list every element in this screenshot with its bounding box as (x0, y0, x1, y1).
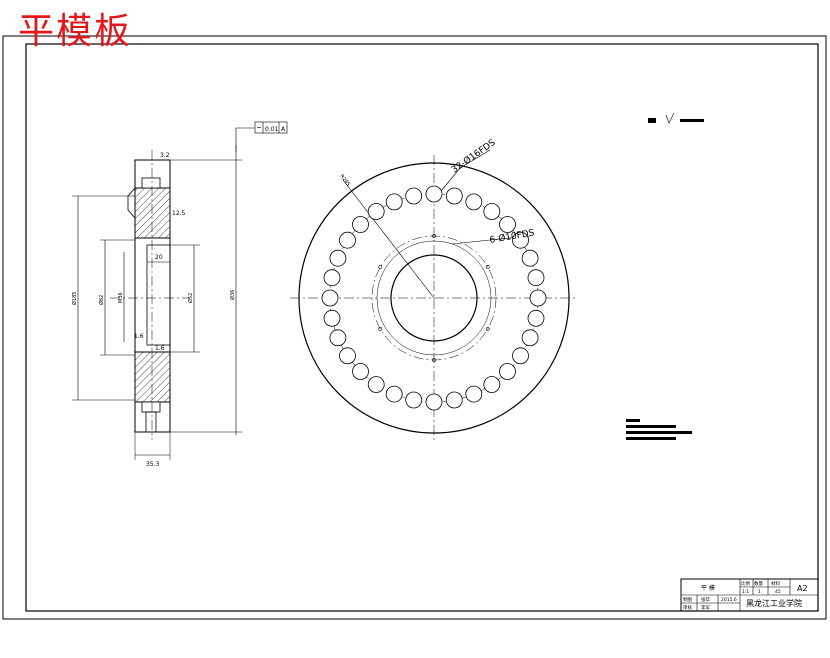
qty-value: 1 (758, 589, 761, 595)
outer-border (2, 35, 827, 620)
radius-label: R285 (338, 174, 351, 188)
ra-mid-label: 12.5 (172, 210, 186, 217)
pcd-hole (339, 347, 356, 365)
check-label: 审核 (683, 604, 692, 611)
inner-frame (25, 43, 819, 612)
pcd-hole (512, 347, 529, 365)
pcd-hole (483, 203, 501, 220)
pcd-hole (385, 193, 403, 211)
pcd-hole (425, 393, 443, 411)
pcd-hole (425, 185, 443, 203)
col-qty: 数量 (754, 580, 763, 587)
title-block (680, 578, 819, 612)
pcd-holes-callout: 32-Ø16FDS (449, 137, 497, 175)
pcd-hole (323, 269, 341, 287)
sheet-size: A2 (797, 584, 808, 593)
ra-bottom-label: 1.6 (155, 345, 165, 352)
check-name: 李军 (701, 604, 710, 611)
flatness-value: 0.01 (265, 126, 279, 133)
pcd-hole (385, 385, 403, 403)
pcd-hole (521, 249, 539, 267)
pcd-hole (529, 289, 547, 307)
width-dim-label: 35.3 (146, 461, 160, 468)
school-name: 黑龙江工业学院 (746, 598, 802, 608)
pcd-hole (329, 249, 347, 267)
drawn-label: 制图 (683, 596, 692, 603)
dia-d3-label: M36 (118, 292, 124, 303)
small-hole (432, 358, 436, 362)
pcd-hole (465, 193, 483, 211)
col-material: 材料 (771, 580, 780, 587)
pcd-hole (352, 363, 369, 380)
pcd-hole (339, 231, 356, 249)
col-scale: 比例 (741, 580, 750, 587)
pcd-hole (521, 329, 539, 347)
drawn-name: 张华 (701, 596, 710, 603)
small-hole (432, 234, 436, 238)
pcd-hole (465, 385, 483, 403)
dia-d4-label: Ø52 (187, 293, 194, 303)
part-name: 平 模 (701, 584, 715, 592)
pcd-hole (445, 187, 463, 205)
pcd-hole (321, 289, 339, 307)
pcd-hole (445, 391, 463, 409)
pcd-hole (512, 231, 529, 249)
pcd-hole (405, 391, 423, 409)
overlay-title: 平模板 (18, 11, 133, 52)
pcd-hole (483, 376, 501, 393)
pcd-hole (499, 363, 516, 380)
pcd-hole (405, 187, 423, 205)
step-dim-label: 20 (155, 254, 163, 261)
small-hole (485, 327, 490, 331)
front-view (290, 149, 578, 442)
material-value: 45 (775, 589, 781, 595)
dia-d2-label: Ø82 (98, 295, 105, 305)
pcd-hole (499, 216, 516, 233)
small-hole (485, 265, 490, 269)
scale-value: 1:1 (742, 589, 749, 595)
pcd-hole (367, 203, 385, 220)
ra-top-label: 3.2 (160, 152, 170, 159)
pcd-hole (323, 309, 341, 327)
datum-label: A (281, 126, 286, 133)
section-view (72, 121, 288, 460)
technical-notes (626, 419, 692, 440)
dia-d1-label: Ø185 (71, 292, 78, 305)
small-hole (378, 265, 383, 269)
ra-low-label: 1.6 (134, 333, 144, 340)
surface-roughness-note (648, 112, 704, 124)
pcd-hole (352, 216, 369, 233)
pcd-hole (329, 329, 347, 347)
pcd-hole (367, 376, 385, 393)
pcd-hole (527, 269, 545, 287)
small-hole (378, 327, 383, 331)
pcd-hole (527, 309, 545, 327)
dia-outer-label: Ø36 (229, 290, 236, 300)
draw-date: 2015.6 (721, 597, 737, 603)
